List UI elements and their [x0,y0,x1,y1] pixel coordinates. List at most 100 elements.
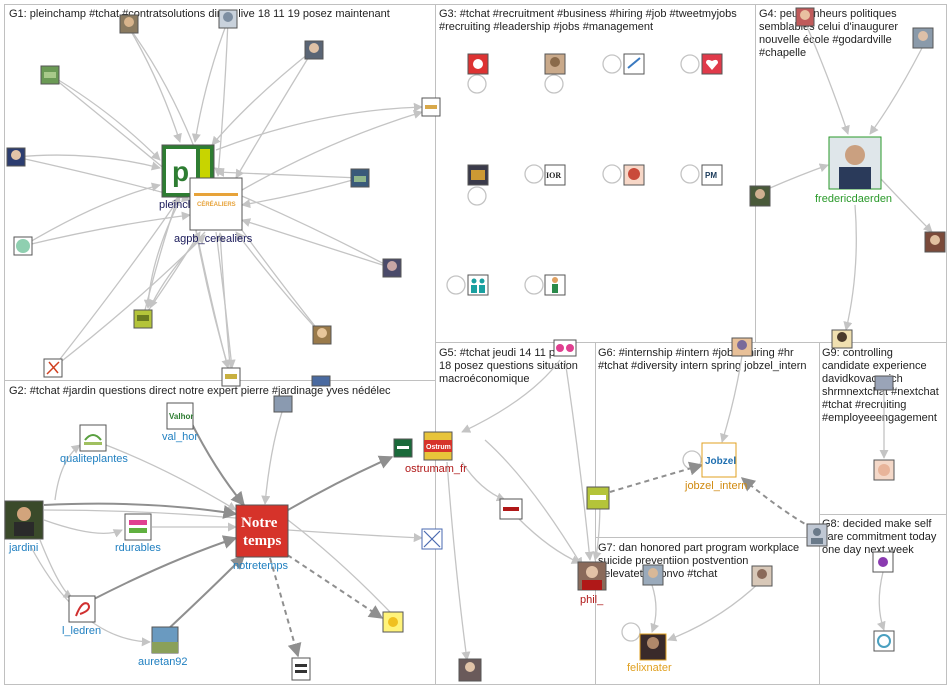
node-avatar[interactable] [545,275,565,295]
node-avatar[interactable] [468,275,488,295]
label-notretemps: notretemps [233,560,289,572]
node-avatar[interactable] [624,54,644,74]
node-avatar[interactable] [643,565,663,585]
node-jardini[interactable] [5,501,43,539]
label-qualiteplantes: qualiteplantes [60,453,128,465]
node-avatar[interactable] [624,165,644,185]
edge [148,200,180,308]
edge [270,558,298,656]
self-loop [603,165,621,183]
node-avatar[interactable] [874,631,894,651]
node-phil[interactable] [578,562,606,590]
node-avatar[interactable] [383,612,403,632]
node-ostrumam-fr[interactable]: Ostrum [424,432,452,460]
label-ostrumam-fr: ostrumam_fr [405,463,467,475]
node-auretan92[interactable] [152,627,178,653]
edge [518,518,580,563]
node-qualiteplantes[interactable] [80,425,106,451]
node-avatar[interactable] [292,658,310,680]
node-avatar[interactable] [796,8,814,26]
node-avatar[interactable] [422,98,440,116]
node-avatar[interactable] [702,54,722,74]
self-loop [622,623,640,641]
self-loop [603,55,621,73]
group-title-g2: G2: #tchat #jardin questions direct notr… [9,385,391,397]
node-avatar[interactable] [468,54,488,74]
node-avatar[interactable] [554,340,576,356]
node-avatar[interactable] [219,10,237,28]
node-avatar[interactable] [875,376,893,390]
node-avatar[interactable] [750,186,770,206]
node-avatar[interactable] [925,232,945,252]
node-avatar[interactable] [873,552,893,572]
node-avatar[interactable] [312,376,330,386]
node-val-hor[interactable]: Valhor [167,403,193,429]
edge [128,26,180,142]
self-loop [525,276,543,294]
label-agpb-cerealiers: agpb_cerealiers [174,233,253,245]
edges [16,20,932,660]
edge [565,360,590,560]
self-loop [681,165,699,183]
group-title-g6: G6: #internship #intern #jobs #hiring #h… [598,347,807,372]
node-avatar[interactable] [7,148,25,166]
node-felixnater[interactable] [640,634,666,660]
node-avatar[interactable] [832,330,852,348]
node-l-ledren[interactable] [69,596,95,622]
group-title-g3: G3: #tchat #recruitment #business #hirin… [439,8,740,33]
node-avatar[interactable] [44,359,62,377]
edge [846,205,856,330]
self-loop [468,187,486,205]
edge [195,20,228,142]
label-l-ledren: l_ledren [62,625,101,637]
node-pm[interactable]: PM [702,165,722,185]
ostrum-logo-text: Ostrum [426,444,451,451]
label-phil: phil_ [580,594,604,606]
node-notretemps[interactable]: Notre temps [236,505,288,557]
node-avatar[interactable] [874,460,894,480]
node-avatar[interactable] [545,54,565,74]
node-fredericdaerden[interactable] [829,137,881,189]
node-avatar[interactable] [41,66,59,84]
node-agpb-cerealiers[interactable]: CÉRÉALIERS [190,178,242,230]
node-avatar[interactable] [587,487,609,509]
label-fredericdaerden: fredericdaerden [815,193,892,205]
edge [242,178,360,205]
edge [880,178,932,232]
node-avatar[interactable] [807,524,827,546]
group-title-g8: G8: decided make self care commitment to… [822,518,939,556]
node-avatar[interactable] [120,15,138,33]
edge [92,538,236,600]
node-avatar[interactable] [913,28,933,48]
node-avatar[interactable] [313,326,331,344]
edge [870,48,922,134]
edge [770,165,828,188]
label-auretan92: auretan92 [138,656,188,668]
edge [216,107,422,150]
group-box-g2 [5,381,436,685]
node-avatar[interactable] [351,169,369,187]
node-avatar[interactable] [752,566,772,586]
node-avatar[interactable] [383,259,401,277]
node-ior[interactable]: IOR [545,165,565,185]
node-avatar[interactable] [459,659,481,681]
node-avatar[interactable] [305,41,323,59]
node-avatar[interactable] [134,310,152,328]
pleinchamp-logo-text: p [172,156,189,187]
node-avatar[interactable] [468,165,488,185]
node-avatar[interactable] [14,237,32,255]
node-avatar[interactable] [500,499,522,519]
node-avatar[interactable] [422,529,442,549]
node-jobzel-intern[interactable]: Jobzel [702,443,736,477]
agpb-logo-text: CÉRÉALIERS [197,200,236,208]
self-loop [447,276,465,294]
nodes: p pleinchamp CÉRÉALIERS agpb_cerealiers [5,8,945,681]
self-loop [545,75,563,93]
node-rdurables[interactable] [125,514,151,540]
node-avatar[interactable] [394,439,412,457]
node-avatar[interactable] [732,338,752,356]
node-avatar[interactable] [222,368,240,386]
node-avatar[interactable] [274,396,292,412]
edge [742,478,812,528]
